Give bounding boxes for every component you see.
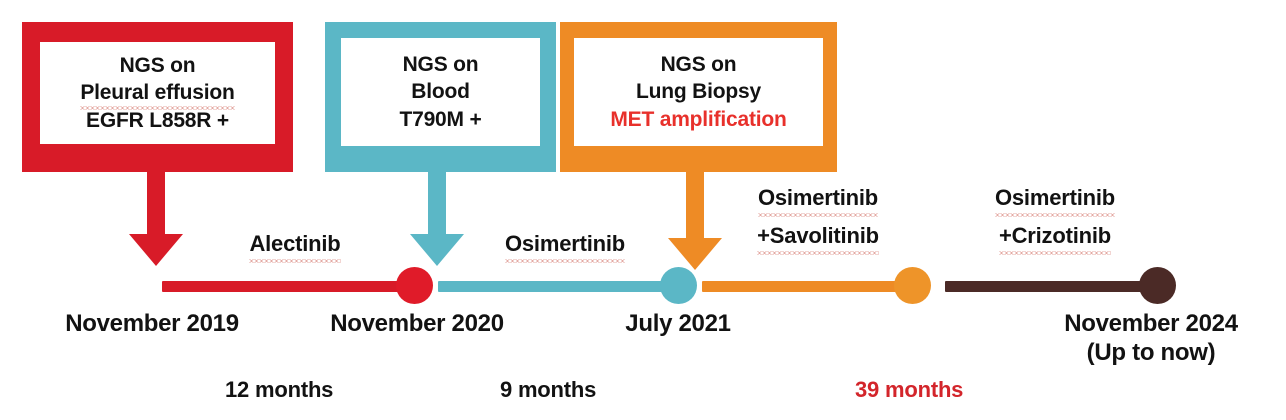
milestone-label-nov-2024: November 2024 (Up to now) [1026,310,1276,368]
timeline-node-nov-2020[interactable] [396,267,433,304]
treatment-line: +Savolitinib [718,220,918,255]
milestone-label-nov-2019: November 2019 [22,310,282,339]
ngs-line: Pleural effusion [80,79,236,110]
arrow-teal-down [410,168,464,266]
spellcheck-underlined-text: +Crizotinib [998,220,1111,255]
timeline-segment-orange [702,281,914,292]
milestone-line: (Up to now) [1086,338,1216,366]
timeline-segment-red [162,281,417,292]
spellcheck-underlined-text: Osimertinib [504,228,625,263]
ngs-line: NGS on [402,53,479,77]
ngs-box-body: NGS on Pleural effusion EGFR L858R + [40,42,275,144]
ngs-line: NGS on [660,53,737,77]
ngs-line: Blood [411,80,470,104]
timeline-segment-brown [945,281,1161,292]
treatment-line: Alectinib [205,228,385,263]
milestone-line: November 2020 [330,310,504,337]
spellcheck-underlined-text: Osimertinib [994,182,1115,217]
ngs-line: Lung Biopsy [636,80,761,104]
arrow-red-down [129,168,183,266]
timeline-node-nov-2024[interactable] [1139,267,1176,304]
ngs-box-pleural-effusion: NGS on Pleural effusion EGFR L858R + [22,22,293,172]
milestone-line: July 2021 [625,310,731,337]
treatment-label-osimertinib-crizotinib: Osimertinib +Crizotinib [955,182,1155,255]
treatment-label-osimertinib-savolitinib: Osimertinib +Savolitinib [718,182,918,255]
ngs-line: EGFR L858R + [86,108,229,132]
treatment-line: +Crizotinib [955,220,1155,255]
milestone-line: November 2019 [65,310,239,337]
spellcheck-underlined-text: +Savolitinib [757,220,879,255]
milestone-label-jul-2021: July 2021 [585,310,771,339]
ngs-box-body: NGS on Lung Biopsy MET amplification [574,38,823,146]
ngs-box-blood: NGS on Blood T790M + [325,22,556,172]
arrow-orange-down [668,168,722,270]
spellcheck-underlined-text: Pleural effusion [80,79,236,110]
treatment-line: Osimertinib [470,228,660,263]
ngs-box-body: NGS on Blood T790M + [341,38,540,146]
ngs-line-highlight: MET amplification [610,107,787,131]
milestone-line: November 2024 [1064,310,1238,337]
spellcheck-underlined-text: Osimertinib [757,182,878,217]
treatment-label-osimertinib: Osimertinib [470,228,660,263]
timeline-segment-teal [438,281,683,292]
timeline-node-savolitinib-end[interactable] [894,267,931,304]
spellcheck-underlined-text: Alectinib [249,228,341,263]
milestone-label-nov-2020: November 2020 [292,310,542,339]
ngs-line: T790M + [399,107,482,131]
ngs-line: NGS on [119,54,196,78]
treatment-line: Osimertinib [955,182,1155,217]
duration-label-39-months: 39 months [855,377,964,402]
ngs-box-lung-biopsy: NGS on Lung Biopsy MET amplification [560,22,837,172]
treatment-label-alectinib: Alectinib [205,228,385,263]
timeline-node-jul-2021[interactable] [660,267,697,304]
duration-label-9-months: 9 months [500,377,597,402]
duration-label-12-months: 12 months [225,377,334,402]
treatment-line: Osimertinib [718,182,918,217]
